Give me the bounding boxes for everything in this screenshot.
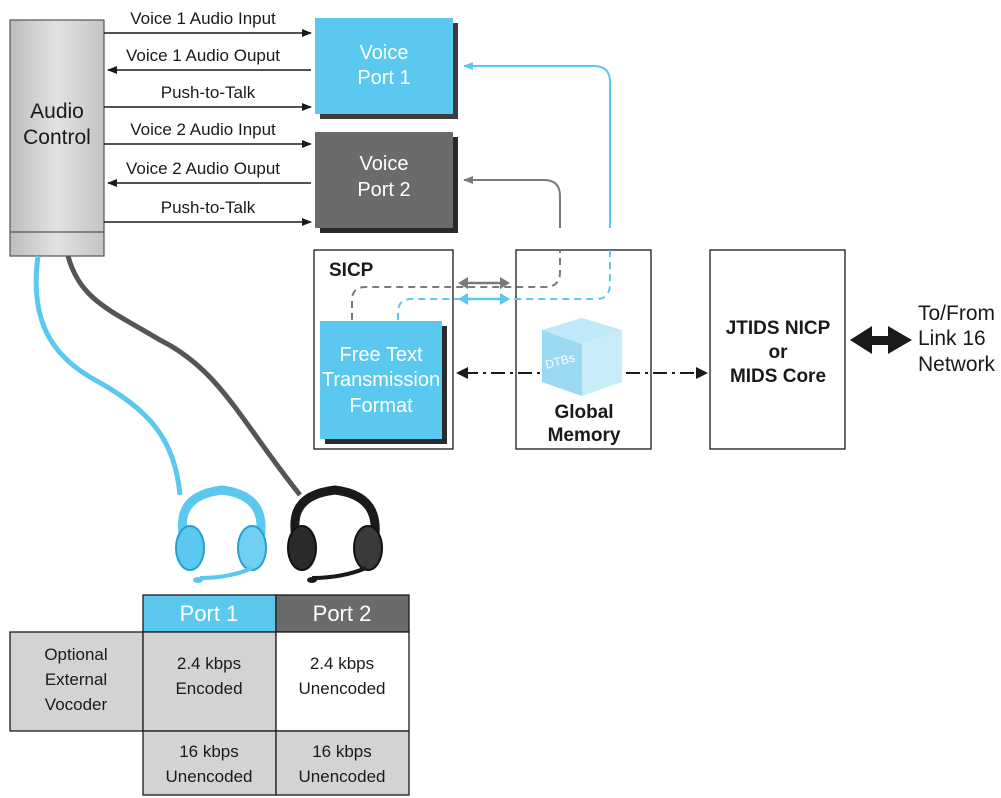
cell-r1-c2-line1: 2.4 kbps [310, 654, 374, 673]
signal-v2-input-label: Voice 2 Audio Input [130, 120, 276, 139]
voice-port-2-box: Voice Port 2 [315, 132, 458, 233]
jtids-line3: MIDS Core [730, 366, 826, 387]
signal-v1-input-label: Voice 1 Audio Input [130, 9, 276, 28]
cell-r1-c1 [142, 631, 277, 732]
cell-r2-c2-line1: 16 kbps [312, 742, 372, 761]
jtids-line1: JTIDS NICP [726, 318, 831, 339]
cell-r2-c1-line2: Unencoded [166, 767, 253, 786]
gray-dashed-path [351, 250, 561, 320]
free-text-line2: Transmission [322, 369, 440, 391]
free-text-line1: Free Text [340, 344, 423, 366]
row-label-line3: Vocoder [45, 695, 108, 714]
vocoder-table: Port 1 Port 2 Optional External Vocoder … [9, 594, 410, 796]
jtids-box: JTIDS NICP or MIDS Core [709, 249, 846, 450]
cable-cyan [33, 255, 183, 496]
global-memory-line2: Memory [548, 425, 621, 446]
link16-line1: To/From [918, 302, 995, 325]
cell-r2-c2 [275, 730, 410, 796]
voice-port-1-line1: Voice [360, 42, 409, 64]
voice-port-2-line2: Port 2 [357, 179, 410, 201]
row-label-line2: External [45, 670, 107, 689]
voice-port-1-line2: Port 1 [357, 67, 410, 89]
cable-dark [65, 255, 302, 497]
link16-line2: Link 16 [918, 327, 986, 350]
audio-control-box: Audio Control [9, 19, 105, 257]
signal-v1-output-label: Voice 1 Audio Ouput [126, 46, 280, 65]
audio-control-line1: Audio [30, 100, 84, 123]
sicp-gm-double-arrows [458, 277, 510, 305]
voice-port-2-line1: Voice [360, 153, 409, 175]
row-label-cell [9, 631, 144, 732]
headset-port1-icon [175, 485, 267, 583]
cell-r1-c2-line2: Unencoded [299, 679, 386, 698]
dtbs-cube-icon: DTBs [542, 318, 622, 396]
cell-r1-c2 [275, 631, 410, 732]
global-memory-line1: Global [554, 402, 613, 423]
audio-control-line2: Control [23, 126, 91, 149]
cell-r2-c1-line1: 16 kbps [179, 742, 239, 761]
cell-r2-c2-line2: Unencoded [299, 767, 386, 786]
headset-port2-icon [287, 485, 383, 583]
cell-r2-c1 [142, 730, 277, 796]
link16-line3: Network [918, 353, 996, 376]
gray-connector-vp2 [463, 176, 561, 228]
signal-ptt2-label: Push-to-Talk [161, 198, 256, 217]
cell-r1-c1-line2: Encoded [175, 679, 242, 698]
header-port1: Port 1 [180, 601, 239, 626]
free-text-line3: Format [349, 395, 413, 417]
voice-port-1-box: Voice Port 1 [315, 18, 458, 119]
header-port1-cell [142, 594, 277, 633]
sicp-title: SICP [329, 260, 374, 281]
cell-r1-c1-line1: 2.4 kbps [177, 654, 241, 673]
signal-ptt1-label: Push-to-Talk [161, 83, 256, 102]
header-port2: Port 2 [313, 601, 372, 626]
row-label-line1: Optional [44, 645, 107, 664]
free-text-box: Free Text Transmission Format [320, 321, 447, 444]
link16-double-arrow [850, 326, 912, 354]
cyan-connector-vp1 [463, 62, 611, 228]
jtids-line2: or [769, 342, 789, 363]
signal-v2-output-label: Voice 2 Audio Ouput [126, 159, 280, 178]
signal-lines [104, 29, 312, 226]
